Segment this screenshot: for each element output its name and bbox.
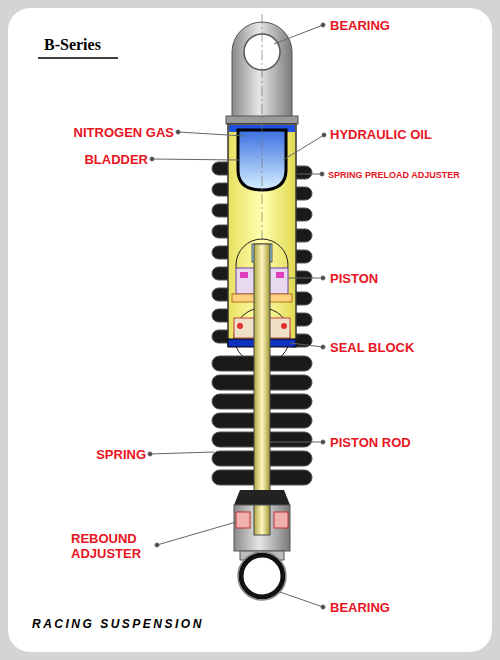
part-label: BEARING xyxy=(330,600,390,615)
part-label: SPRING PRELOAD ADJUSTER xyxy=(328,168,460,183)
part-label: SEAL BLOCK xyxy=(330,340,414,355)
part-label: HYDRAULIC OIL xyxy=(330,127,432,142)
part-label: PISTON xyxy=(330,271,378,286)
part-label: BLADDER xyxy=(84,152,148,167)
part-label: NITROGEN GAS xyxy=(74,125,174,140)
diagram-caption: RACING SUSPENSION xyxy=(32,617,204,631)
part-label: BEARING xyxy=(330,18,390,33)
part-label: SPRING xyxy=(96,447,146,462)
part-label: PISTON ROD xyxy=(330,435,411,450)
diagram-title: B-Series xyxy=(44,36,101,54)
part-label: REBOUND ADJUSTER xyxy=(71,531,153,561)
